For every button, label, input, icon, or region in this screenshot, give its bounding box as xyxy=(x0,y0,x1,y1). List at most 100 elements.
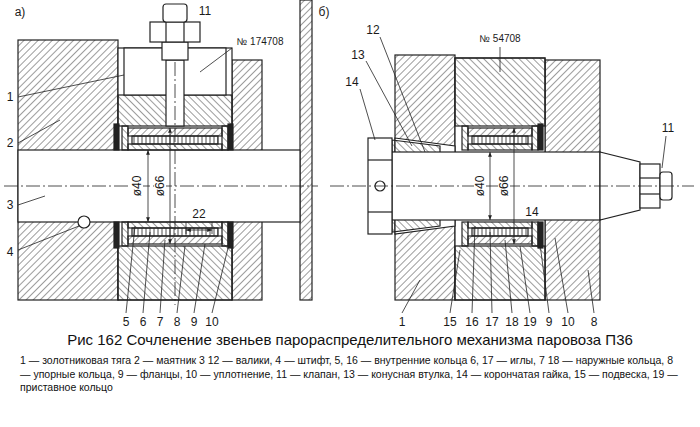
callout-number: 5 xyxy=(122,316,131,328)
drawing-part xyxy=(368,159,392,160)
drawing-part xyxy=(538,222,543,248)
drawing-part xyxy=(18,120,60,143)
callout-number: 7 xyxy=(156,316,165,328)
drawing-part xyxy=(468,128,532,136)
callout-number: № 174708 xyxy=(236,37,285,47)
dimension-label: ø66 xyxy=(498,175,510,198)
drawing-part xyxy=(126,226,135,313)
figure-title: Рис 162 Сочленение звеньев парораспредел… xyxy=(10,331,690,348)
drawing-part xyxy=(662,136,666,168)
drawing-part xyxy=(162,42,188,60)
drawing-part xyxy=(300,0,312,300)
drawing-part xyxy=(490,232,492,313)
callout-number: 14 xyxy=(344,76,359,88)
callout-number: 14 xyxy=(524,206,539,218)
drawing-part xyxy=(468,236,532,244)
callout-number: 9 xyxy=(545,316,554,328)
drawing-part xyxy=(186,230,212,231)
drawing-part xyxy=(148,150,149,222)
callout-number: 12 xyxy=(365,24,380,36)
view-b xyxy=(330,37,694,313)
drawing-part xyxy=(165,22,166,42)
drawing-part xyxy=(462,126,468,150)
drawing-part xyxy=(468,222,532,228)
callout-number: 11 xyxy=(661,122,675,134)
drawing-part xyxy=(532,222,538,246)
view-a xyxy=(4,0,318,313)
callout-number: 18 xyxy=(504,316,519,328)
drawing-part xyxy=(462,222,468,246)
drawing-part xyxy=(380,37,425,152)
callout-number: 4 xyxy=(6,246,15,258)
callout-number: 13 xyxy=(350,49,365,61)
drawing-part xyxy=(222,126,228,150)
drawing-part xyxy=(368,211,392,212)
drawing-part xyxy=(18,75,124,97)
callout-number: 11 xyxy=(198,5,212,17)
drawing-part xyxy=(183,22,184,42)
drawing-part xyxy=(122,222,128,246)
callout-number: б) xyxy=(318,6,331,18)
drawing-part xyxy=(18,226,79,250)
drawing-part xyxy=(402,280,420,313)
dimension-label: ø40 xyxy=(474,175,486,198)
callout-number: 8 xyxy=(173,316,182,328)
drawing-part xyxy=(175,62,176,305)
drawing-part xyxy=(468,144,532,150)
drawing-part xyxy=(160,240,165,313)
callout-number: № 54708 xyxy=(478,34,521,44)
drawing-part xyxy=(640,177,660,178)
callout-number: 3 xyxy=(6,199,15,211)
drawing-part xyxy=(150,22,200,42)
drawing-part xyxy=(330,186,694,187)
callout-number: 8 xyxy=(590,316,599,328)
dimension-label: ø66 xyxy=(154,175,166,198)
callout-number: а) xyxy=(14,6,27,18)
drawing-part xyxy=(490,152,491,220)
drawing-part xyxy=(18,196,45,205)
drawing-part xyxy=(360,37,666,313)
drawing-part xyxy=(640,193,660,194)
drawing-part xyxy=(455,246,545,300)
drawing-part xyxy=(122,126,128,150)
callout-number: 22 xyxy=(191,208,206,220)
drawing-part xyxy=(532,126,538,150)
drawing-part xyxy=(472,226,475,313)
drawing-part xyxy=(360,89,375,140)
drawing-part xyxy=(143,232,150,313)
drawing-part xyxy=(212,240,230,313)
callout-number: 2 xyxy=(6,137,15,149)
callout-number: 9 xyxy=(190,316,199,328)
drawing-part xyxy=(114,222,119,248)
callout-number: 17 xyxy=(484,316,499,328)
drawing-part xyxy=(177,246,185,313)
drawing-part xyxy=(114,124,119,150)
drawing-part xyxy=(505,240,512,313)
drawing-part xyxy=(472,228,528,236)
drawing-part xyxy=(500,47,501,72)
drawing-part xyxy=(18,48,232,313)
drawing-part xyxy=(228,124,233,150)
drawing-part xyxy=(186,222,187,234)
drawing-part xyxy=(538,124,543,150)
callout-number: 6 xyxy=(139,316,148,328)
drawing-part xyxy=(520,246,530,313)
callout-number: 1 xyxy=(6,91,15,103)
drawing-part xyxy=(200,48,232,72)
callout-number: 10 xyxy=(560,316,575,328)
drawing-part xyxy=(78,216,90,228)
drawing-part xyxy=(194,244,205,313)
drawing-part xyxy=(472,136,528,144)
drawing-part xyxy=(588,270,594,313)
callout-number: 16 xyxy=(464,316,479,328)
callout-number: 10 xyxy=(204,316,219,328)
drawing-part xyxy=(540,244,549,313)
drawing-part xyxy=(163,4,187,22)
drawing-part xyxy=(514,128,515,244)
callout-number: 1 xyxy=(398,316,407,328)
drawing-part xyxy=(450,250,460,313)
drawing-part xyxy=(555,238,568,313)
drawing-part xyxy=(212,222,213,234)
drawing-part xyxy=(222,222,228,246)
